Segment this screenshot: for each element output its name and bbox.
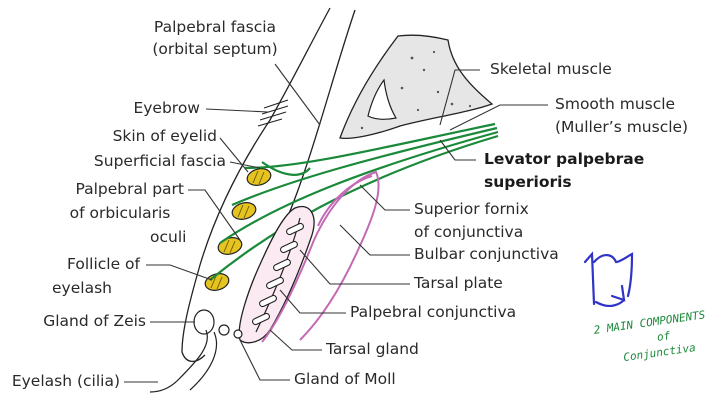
label-muller-muscle: (Muller’s muscle): [555, 118, 688, 136]
label-levator-superioris: superioris: [484, 173, 572, 191]
label-palpebral-conjunctiva: Palpebral conjunctiva: [350, 303, 516, 321]
label-levator-palpebrae: Levator palpebrae: [484, 150, 644, 168]
label-gland-of-moll: Gland of Moll: [294, 370, 396, 388]
label-palpebral-part: Palpebral part: [75, 180, 184, 198]
annotation-of: of: [656, 329, 671, 344]
label-eyebrow: Eyebrow: [133, 99, 200, 117]
label-smooth-muscle: Smooth muscle: [555, 95, 675, 113]
oval-stripes: [211, 171, 264, 289]
label-orbital-septum: (orbital septum): [152, 40, 277, 58]
label-eyelash-follicle: eyelash: [52, 279, 112, 297]
label-superior-fornix: Superior fornix: [414, 200, 529, 218]
label-of-conjunctiva: of conjunctiva: [414, 223, 523, 241]
label-eyelash-cilia: Eyelash (cilia): [12, 372, 120, 390]
orbital-bone: [340, 35, 492, 138]
annotation-arrowhead: [612, 286, 624, 300]
annotation-conjunctiva: Conjunctiva: [623, 341, 697, 364]
label-palpebral-fascia: Palpebral fascia: [154, 18, 276, 36]
annotation-bracket: [585, 254, 632, 306]
eyebrow-hairs: [258, 100, 288, 126]
handwritten-annotation: 2 MAIN COMPONENTS of Conjunctiva: [585, 254, 707, 364]
label-superficial-fascia: Superficial fascia: [94, 152, 226, 170]
label-skeletal-muscle: Skeletal muscle: [490, 60, 612, 78]
label-of-orbicularis: of orbicularis: [70, 204, 171, 222]
label-bulbar-conjunctiva: Bulbar conjunctiva: [414, 245, 559, 263]
label-oculi: oculi: [150, 228, 186, 246]
label-gland-of-zeis: Gland of Zeis: [43, 312, 146, 330]
annotation-main-components: 2 MAIN COMPONENTS: [593, 308, 707, 337]
label-tarsal-plate: Tarsal plate: [413, 274, 503, 292]
labels: Palpebral fascia (orbital septum) Skelet…: [12, 18, 688, 390]
label-tarsal-gland: Tarsal gland: [325, 340, 419, 358]
label-skin-of-eyelid: Skin of eyelid: [113, 127, 217, 145]
label-follicle-of: Follicle of: [67, 255, 141, 273]
